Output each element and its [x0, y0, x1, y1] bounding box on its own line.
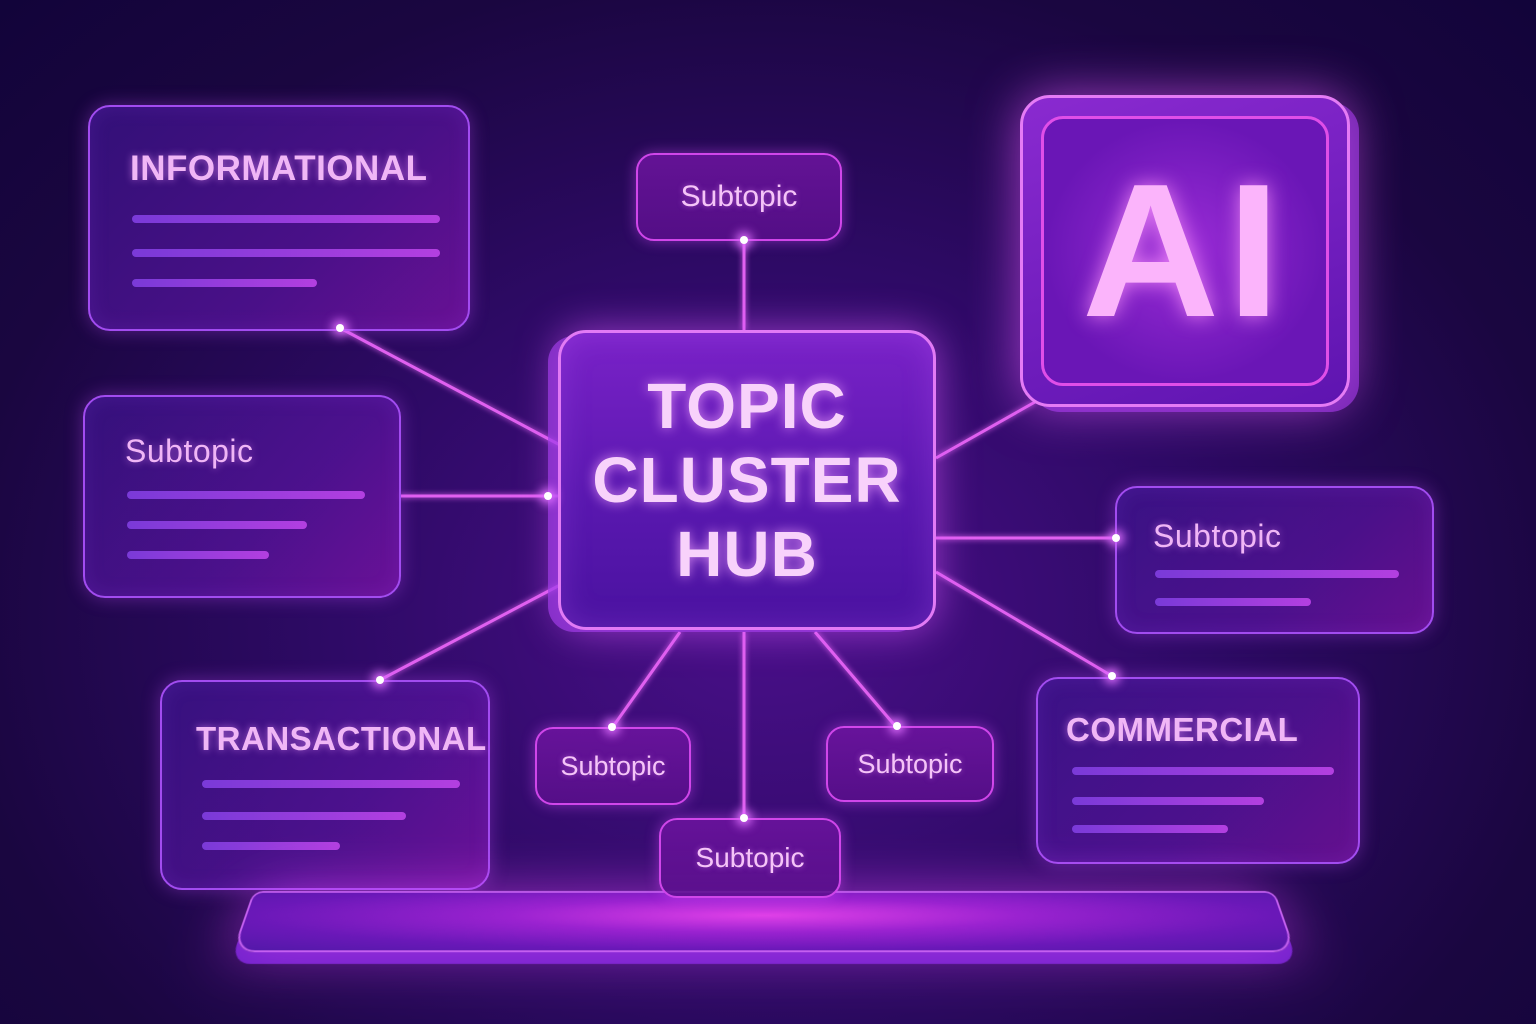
- connector-node: [740, 814, 748, 822]
- glowing-platform: [232, 891, 1296, 953]
- connector-node: [1112, 534, 1120, 542]
- commercial-card[interactable]: COMMERCIAL: [1036, 677, 1360, 864]
- connector-node: [336, 324, 344, 332]
- ai-badge[interactable]: AI: [1020, 95, 1350, 407]
- right-subtopic-title: Subtopic: [1153, 518, 1282, 554]
- connector-node: [544, 492, 552, 500]
- text-line-placeholder: [127, 491, 365, 499]
- commercial-title: COMMERCIAL: [1066, 711, 1299, 748]
- informational-card[interactable]: INFORMATIONAL: [88, 105, 470, 331]
- text-line-placeholder: [1155, 570, 1399, 578]
- connector-node: [893, 722, 901, 730]
- ai-label: AI: [1082, 145, 1288, 357]
- text-line-placeholder: [202, 780, 460, 788]
- right-subtopic-card[interactable]: Subtopic: [1115, 486, 1434, 634]
- connector-node: [1108, 672, 1116, 680]
- hub-line-2: CLUSTER: [592, 444, 902, 516]
- text-line-placeholder: [132, 279, 317, 287]
- bottom-left-subtopic-pill[interactable]: Subtopic: [535, 727, 691, 805]
- top-subtopic-pill[interactable]: Subtopic: [636, 153, 842, 241]
- text-line-placeholder: [132, 215, 440, 223]
- text-line-placeholder: [127, 551, 269, 559]
- text-line-placeholder: [132, 249, 440, 257]
- informational-title: INFORMATIONAL: [130, 149, 428, 188]
- text-line-placeholder: [202, 842, 340, 850]
- left-subtopic-card[interactable]: Subtopic: [83, 395, 401, 598]
- text-line-placeholder: [1072, 767, 1334, 775]
- connector-node: [608, 723, 616, 731]
- topic-cluster-hub[interactable]: TOPIC CLUSTER HUB: [558, 330, 936, 630]
- hub-line-3: HUB: [676, 518, 818, 590]
- text-line-placeholder: [1155, 598, 1311, 606]
- left-subtopic-title: Subtopic: [125, 433, 254, 469]
- text-line-placeholder: [127, 521, 307, 529]
- connector-node: [740, 236, 748, 244]
- connector-node: [376, 676, 384, 684]
- text-line-placeholder: [1072, 825, 1228, 833]
- text-line-placeholder: [1072, 797, 1264, 805]
- transactional-card[interactable]: TRANSACTIONAL: [160, 680, 490, 890]
- ai-badge-inner: AI: [1041, 116, 1329, 386]
- text-line-placeholder: [202, 812, 406, 820]
- bottom-right-subtopic-pill[interactable]: Subtopic: [826, 726, 994, 802]
- hub-line-1: TOPIC: [647, 370, 847, 442]
- transactional-title: TRANSACTIONAL: [196, 720, 487, 757]
- bottom-center-subtopic-pill[interactable]: Subtopic: [659, 818, 841, 898]
